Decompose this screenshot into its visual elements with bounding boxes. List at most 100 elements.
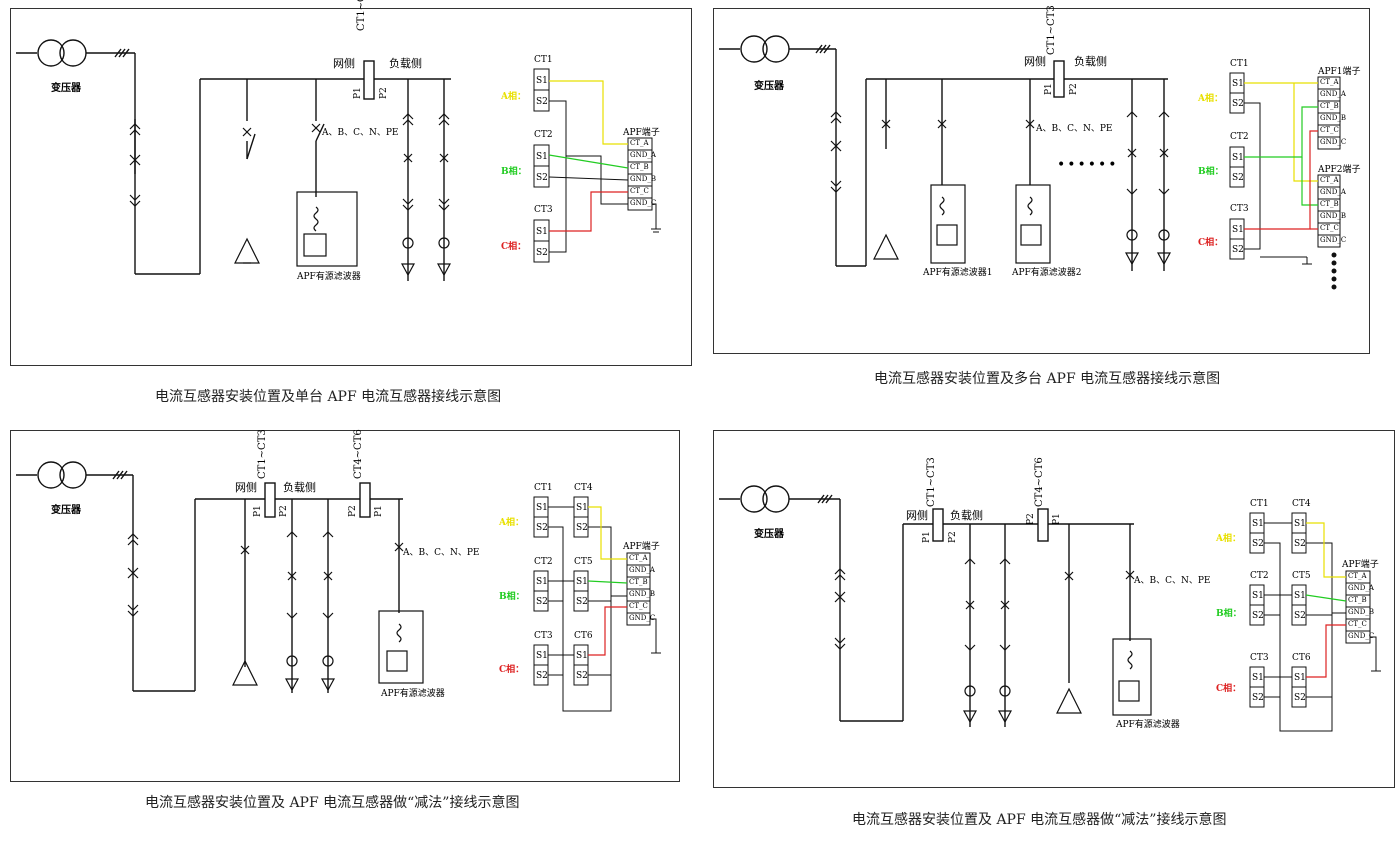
ct3-label: CT3: [534, 205, 553, 215]
load-side-label: 负载侧: [950, 509, 983, 522]
terminal-gnd-b: GND_B: [1320, 212, 1346, 220]
caption-subtraction-right: 电流互感器安装位置及 APF 电流互感器做“减法”接线示意图: [852, 812, 1227, 828]
s1-label: S1: [576, 503, 588, 513]
apf-label: APF有源滤波器: [1116, 720, 1180, 730]
ct1-label: CT1: [1250, 499, 1269, 509]
s2-label: S2: [576, 671, 588, 681]
s1-label: S1: [1232, 153, 1244, 163]
s1-label: S1: [576, 577, 588, 587]
apf-label: APF有源滤波器: [297, 272, 361, 282]
s1-label: S1: [536, 577, 548, 587]
p1-label: P1: [1044, 83, 1054, 95]
ct3-label: CT3: [534, 631, 553, 641]
terminal-gnd-b: GND_B: [630, 175, 656, 183]
phase-b-label: B相：: [1198, 167, 1224, 177]
phase-wiring-label: A、B、C、N、PE: [403, 548, 480, 558]
caption-single-apf: 电流互感器安装位置及单台 APF 电流互感器接线示意图: [155, 389, 502, 405]
terminal-gnd-c: GND_C: [1320, 138, 1347, 146]
ct2-label: CT2: [1250, 571, 1269, 581]
s2-label: S2: [1252, 611, 1264, 621]
ct-group-label: CT1~CT3: [1046, 5, 1057, 55]
subtraction-diagram-left: [16, 461, 661, 712]
apf2-label: APF有源滤波器2: [1012, 268, 1082, 278]
s2-label: S2: [1232, 245, 1244, 255]
s2-label: S2: [1294, 611, 1306, 621]
apf-terminal-title: APF端子: [623, 128, 660, 138]
ct2-label: CT2: [1230, 132, 1249, 142]
s1-label: S1: [1252, 591, 1264, 601]
transformer-label: 变压器: [754, 529, 784, 540]
phase-a-label: A相：: [1198, 94, 1223, 104]
terminal-ct-b: CT_B: [1348, 596, 1367, 604]
apf-label: APF有源滤波器: [381, 689, 445, 699]
s2-label: S2: [1252, 693, 1264, 703]
s2-label: S2: [1294, 693, 1306, 703]
p2-label: P2: [1069, 83, 1079, 95]
terminal-gnd-c: GND_C: [1348, 632, 1375, 640]
ct-group-label: CT1~CT3: [356, 0, 367, 31]
terminal-ct-c: CT_C: [629, 602, 648, 610]
terminal-ct-c: CT_C: [630, 187, 649, 195]
s2-label: S2: [576, 597, 588, 607]
terminal-ct-b: CT_B: [1320, 200, 1339, 208]
diagram-panel-subtraction-left: 变压器 网侧 负载侧 CT1~CT3 CT4~CT6 P1 P2 P2 P1 A…: [10, 429, 680, 782]
phase-c-label: C相：: [1216, 684, 1242, 694]
terminal-ct-c: CT_C: [1320, 126, 1339, 134]
s1-label: S1: [536, 227, 548, 237]
diagram-panel-multi-apf: 变压器 网侧 负载侧 CT1~CT3 P1 P2 A、B、C、N、PE ••••…: [713, 5, 1370, 354]
s1-label: S1: [536, 152, 548, 162]
terminal-ct-a: CT_A: [1320, 78, 1339, 86]
terminal-gnd-a: GND_A: [630, 151, 656, 159]
p2-label: P2: [348, 505, 358, 517]
s2-label: S2: [1232, 173, 1244, 183]
phase-c-label: C相：: [499, 665, 525, 675]
ct-group-label-b: CT4~CT6: [1034, 457, 1045, 507]
ct3-label: CT3: [1230, 204, 1249, 214]
s2-label: S2: [536, 597, 548, 607]
s1-label: S1: [1294, 519, 1306, 529]
p1-label: P1: [253, 505, 263, 517]
p1-label: P1: [353, 87, 363, 99]
transformer-label: 变压器: [754, 81, 784, 92]
ct6-label: CT6: [574, 631, 593, 641]
terminal-gnd-b: GND_B: [629, 590, 655, 598]
grid-side-label: 网侧: [906, 509, 928, 522]
subtraction-diagram-right: [719, 485, 1381, 732]
terminal-gnd-b: GND_B: [1320, 114, 1346, 122]
terminal-ct-b: CT_B: [629, 578, 648, 586]
caption-multi-apf: 电流互感器安装位置及多台 APF 电流互感器接线示意图: [874, 371, 1221, 387]
grid-side-label: 网侧: [235, 481, 257, 494]
apf-terminal-title: APF端子: [623, 542, 660, 552]
s2-label: S2: [536, 173, 548, 183]
grid-side-label: 网侧: [333, 57, 355, 70]
apf1-label: APF有源滤波器1: [923, 268, 993, 278]
s1-label: S1: [536, 651, 548, 661]
terminal-ct-c: CT_C: [1348, 620, 1367, 628]
p2-label: P2: [379, 87, 389, 99]
s1-label: S1: [536, 503, 548, 513]
s2-label: S2: [576, 523, 588, 533]
terminal-gnd-c: GND_C: [629, 614, 656, 622]
phase-b-label: B相：: [501, 167, 527, 177]
terminal-gnd-a: GND_A: [1320, 90, 1346, 98]
s1-label: S1: [1294, 591, 1306, 601]
terminal-ct-c: CT_C: [1320, 224, 1339, 232]
load-side-label: 负载侧: [389, 57, 422, 70]
terminal-ct-b: CT_B: [1320, 102, 1339, 110]
s1-label: S1: [1232, 79, 1244, 89]
s2-label: S2: [1232, 99, 1244, 109]
ct4-label: CT4: [574, 483, 593, 493]
ct5-label: CT5: [574, 557, 593, 567]
terminal-gnd-a: GND_A: [629, 566, 655, 574]
s2-label: S2: [536, 248, 548, 258]
terminal-ct-a: CT_A: [1320, 176, 1339, 184]
diagram-panel-single-apf: 变压器 网侧 负载侧 CT1~CT3 P1 P2 A、B、C、N、PE APF有…: [10, 0, 692, 366]
ct-group-label-a: CT1~CT3: [926, 457, 937, 507]
ellipsis-dots: ••••••: [1057, 157, 1119, 173]
p2-label: P2: [279, 505, 289, 517]
terminal-gnd-c: GND_C: [630, 199, 657, 207]
terminal-gnd-c: GND_C: [1320, 236, 1347, 244]
multi-apf-diagram: [719, 35, 1341, 290]
ct2-label: CT2: [534, 130, 553, 140]
apf-terminal-title: APF端子: [1342, 560, 1379, 570]
